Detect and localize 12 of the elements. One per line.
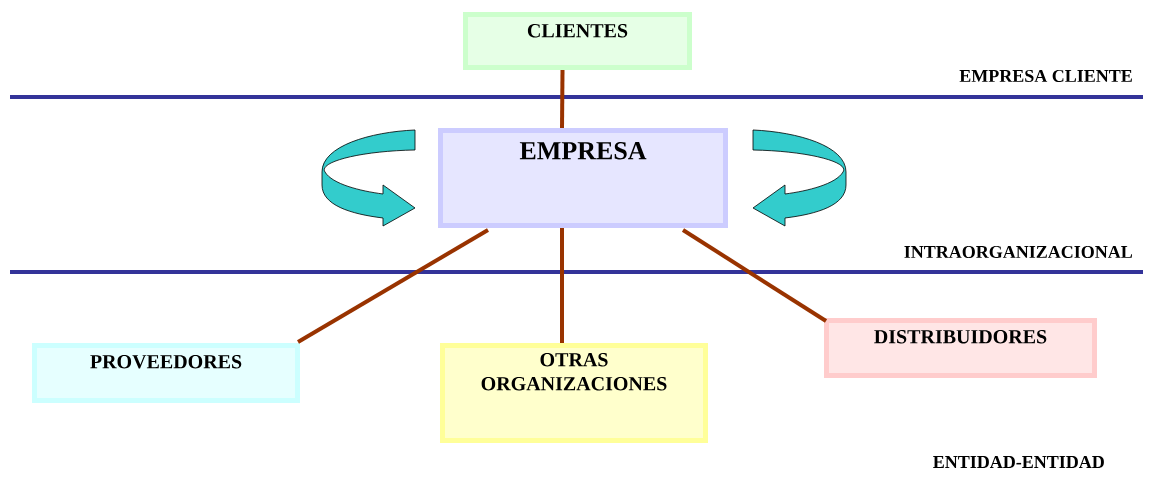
connector-line [297,228,490,344]
distributor-box: DISTRIBUIDORES [824,318,1097,378]
zone-label: ENTIDAD-ENTIDAD [933,456,1104,468]
zone-label: INTRAORGANIZACIONAL [904,245,1132,259]
client-box: CLIENTES [463,12,692,70]
connector-line [681,228,828,323]
organization-box: OTRAS ORGANIZACIONES [440,343,708,443]
company-box: EMPRESA [438,128,728,228]
connector-line [560,228,564,343]
connector-line [560,69,565,128]
zone-label: EMPRESA CLIENTE [959,69,1132,83]
supplier-box: PROVEEDORES [32,343,300,403]
